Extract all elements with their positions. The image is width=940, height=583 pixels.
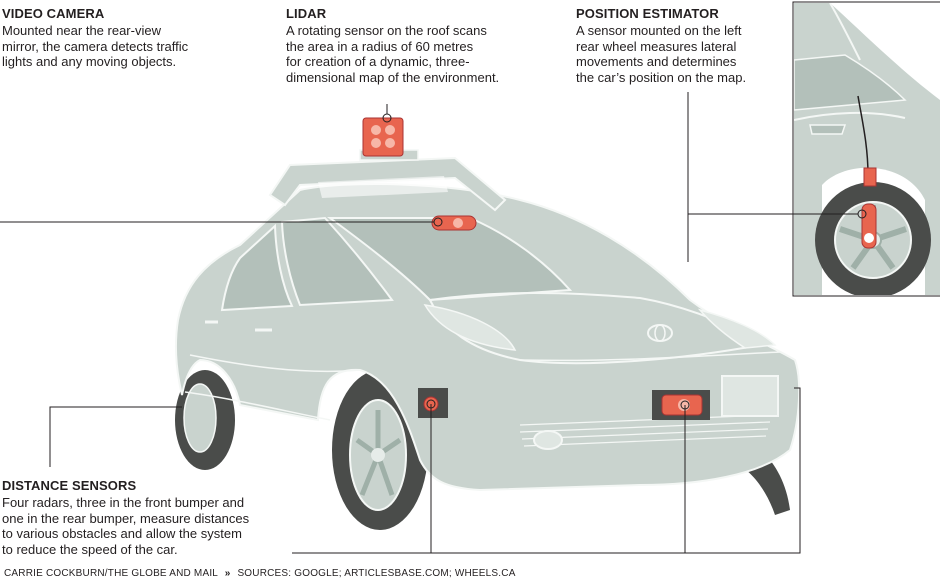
leader-lines: [0, 92, 867, 554]
license-plate: [721, 375, 779, 417]
position-estimator-title: POSITION ESTIMATOR: [576, 6, 719, 21]
position-estimator-body: A sensor mounted on the left rear wheel …: [576, 23, 747, 85]
distance-sensor-side: [418, 388, 448, 418]
rear-left-wheel: [175, 370, 235, 470]
credit-line: CARRIE COCKBURN/THE GLOBE AND MAIL » SOU…: [4, 568, 516, 579]
fog-light: [533, 430, 563, 450]
lidar-sensor: [359, 117, 419, 161]
credit-separator: »: [224, 568, 231, 579]
lidar-body: A rotating sensor on the roof scans the …: [286, 23, 500, 85]
windshield: [326, 217, 573, 302]
side-window-front: [280, 216, 394, 307]
video-camera-sensor: [431, 215, 477, 231]
credit-author: CARRIE COCKBURN/THE GLOBE AND MAIL: [4, 568, 218, 579]
roof-rack: [268, 156, 507, 212]
inset-rear-wheel-panel: [792, 1, 940, 297]
lidar-title: LIDAR: [286, 6, 327, 21]
video-camera-callout: VIDEO CAMERA Mounted near the rear-view …: [2, 6, 252, 70]
side-window-rear: [220, 223, 294, 312]
video-camera-title: VIDEO CAMERA: [2, 6, 105, 21]
position-estimator-callout: POSITION ESTIMATOR A sensor mounted on t…: [576, 6, 781, 85]
distance-sensors-title: DISTANCE SENSORS: [2, 478, 137, 493]
car-body: [174, 156, 801, 492]
distance-sensors-body: Four radars, three in the front bumper a…: [2, 495, 250, 557]
video-camera-body: Mounted near the rear-view mirror, the c…: [2, 23, 189, 69]
lidar-callout: LIDAR A rotating sensor on the roof scan…: [286, 6, 566, 85]
distance-sensors-callout: DISTANCE SENSORS Four radars, three in t…: [2, 478, 292, 557]
credit-sources: SOURCES: GOOGLE; ARTICLESBASE.COM; WHEEL…: [237, 568, 516, 579]
